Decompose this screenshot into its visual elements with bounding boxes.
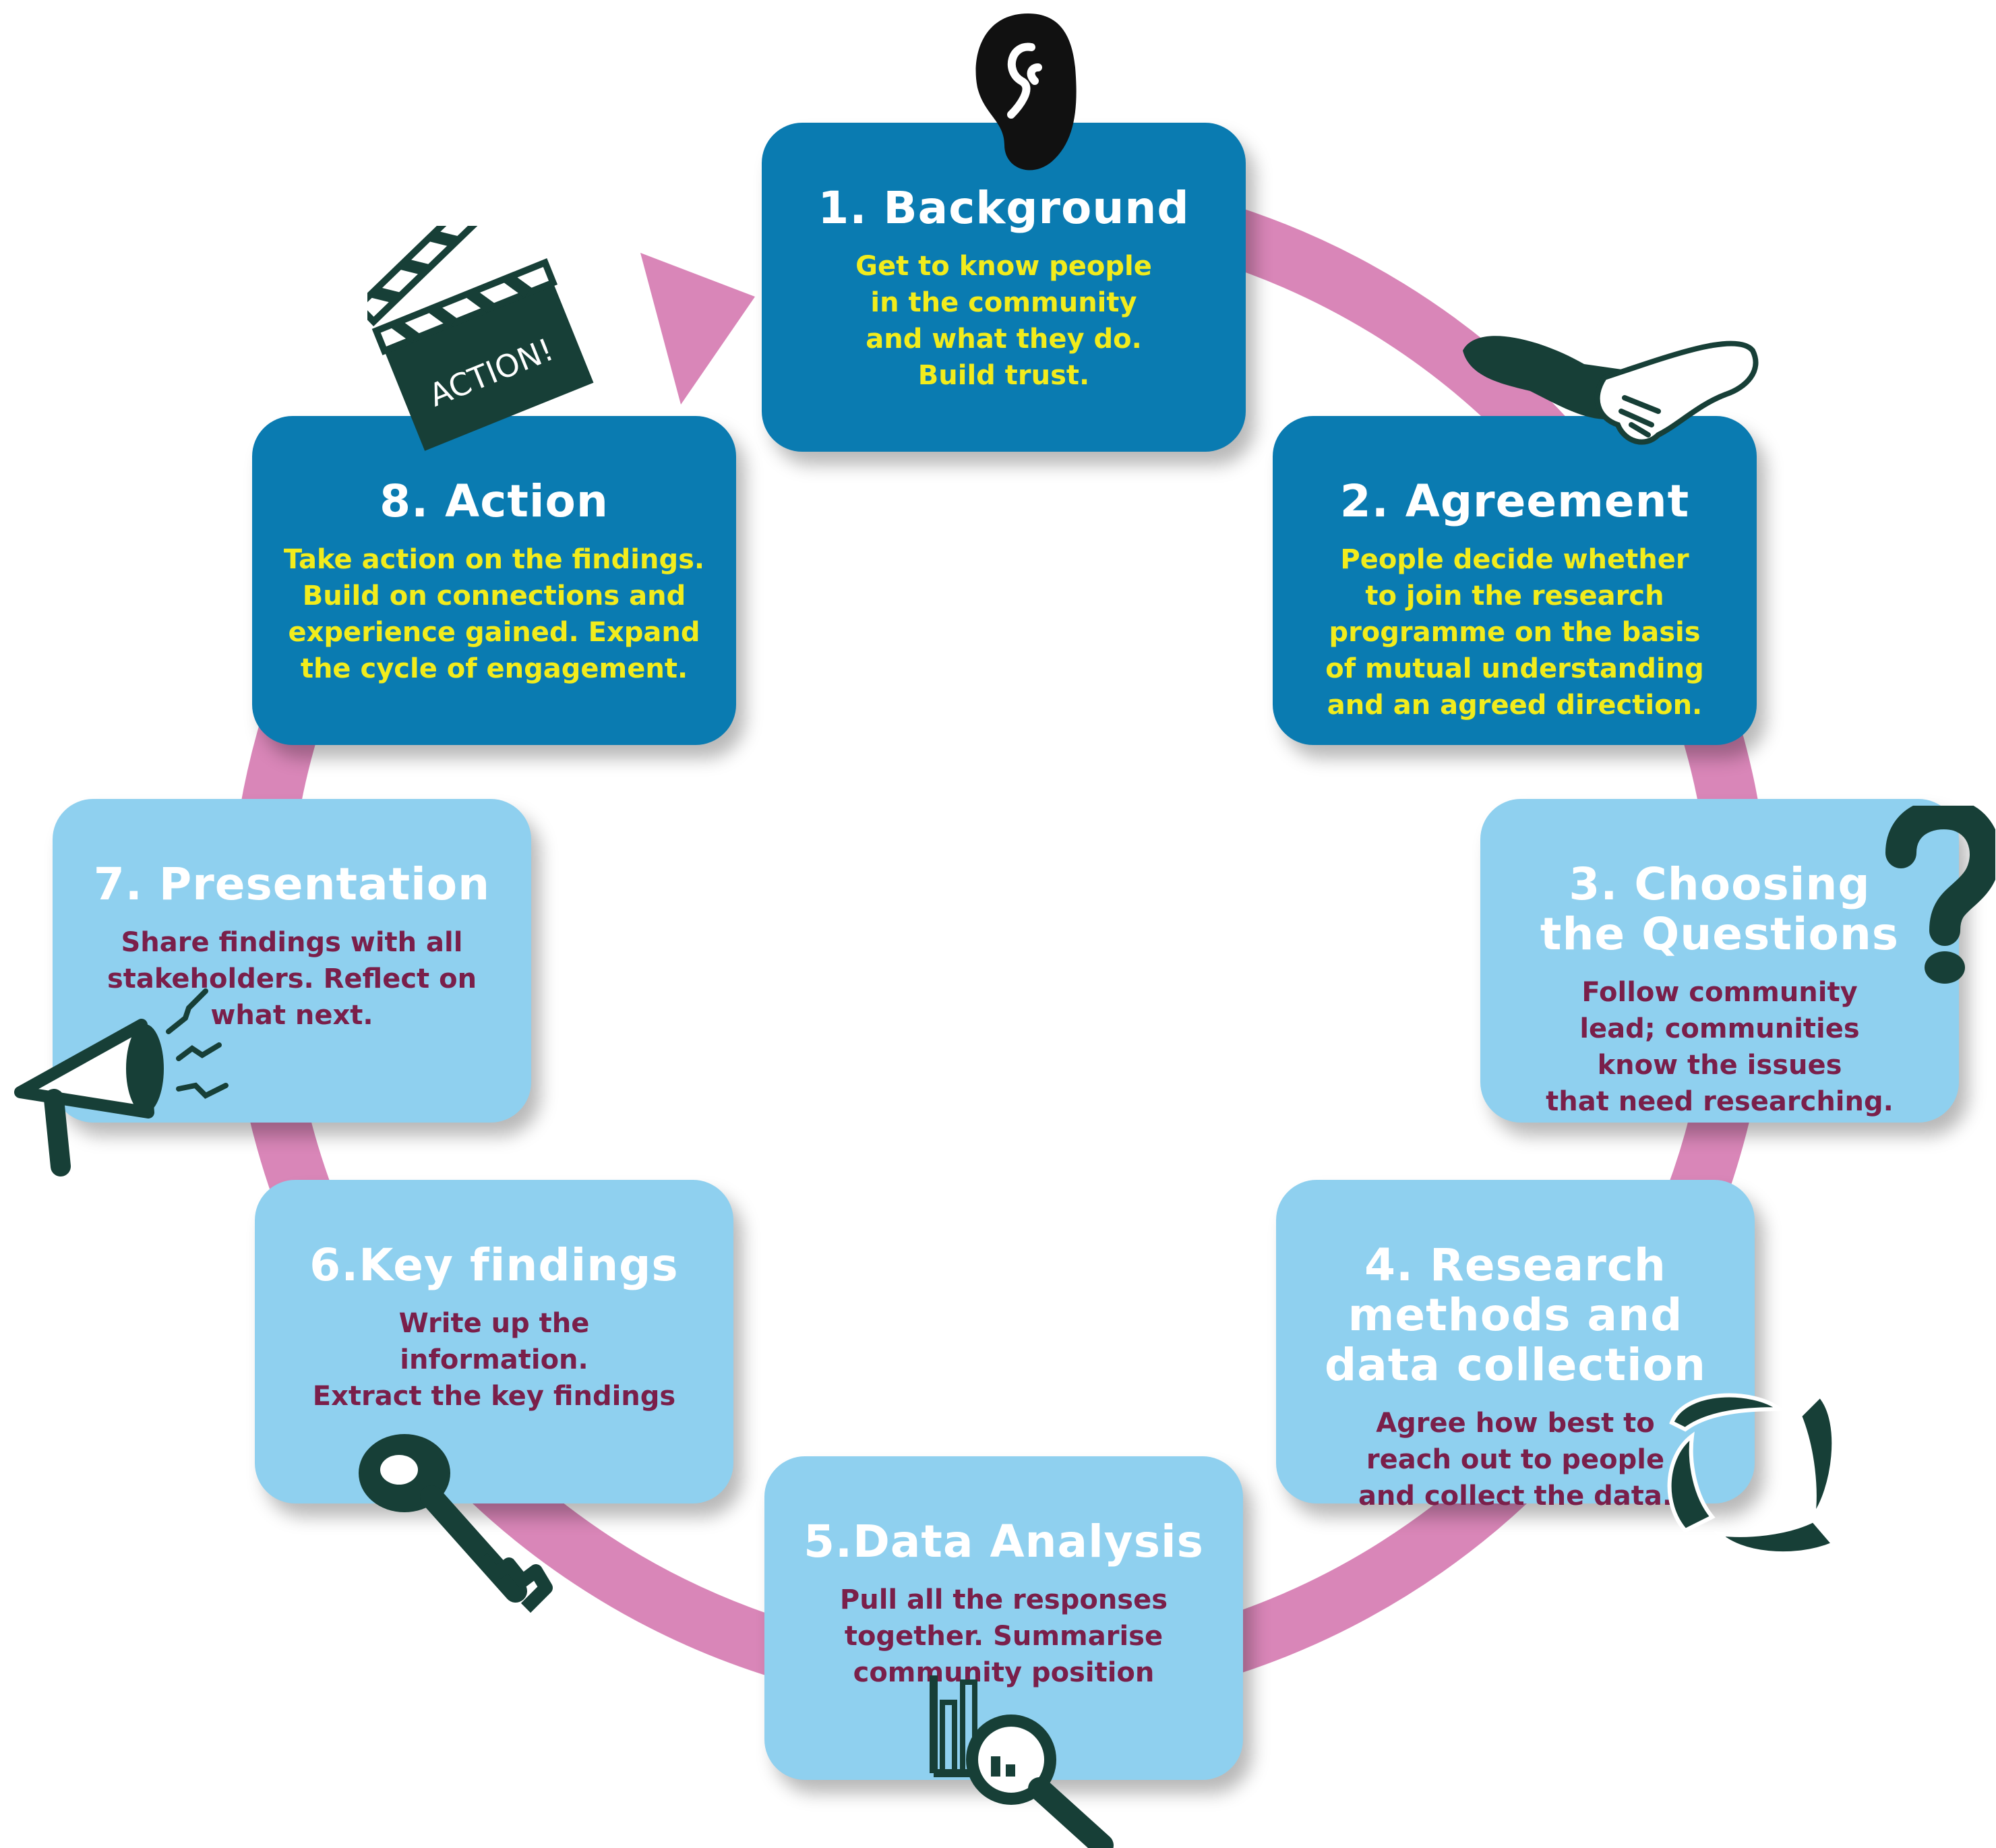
step-1-title: 1. Background: [818, 182, 1190, 234]
cycle-arrowhead: [640, 253, 755, 405]
step-3-title: 3. Choosing the Questions: [1540, 858, 1900, 960]
ear-icon: [975, 13, 1077, 171]
step-4-description: Agree how best to reach out to people an…: [1358, 1408, 1673, 1512]
step-8-card: 8. Action Take action on the findings. B…: [252, 416, 736, 745]
step-6-description: Write up the information. Extract the ke…: [312, 1308, 676, 1412]
step-5-title: 5.Data Analysis: [804, 1516, 1204, 1568]
question-mark-icon: [1885, 806, 1995, 984]
step-1-description: Get to know people in the community and …: [855, 251, 1152, 391]
step-6-card: 6.Key findings Write up the information.…: [255, 1180, 733, 1503]
step-8-description: Take action on the findings. Build on co…: [283, 544, 705, 684]
step-2-title: 2. Agreement: [1339, 475, 1690, 527]
step-7-description: Share findings with all stakeholders. Re…: [107, 927, 477, 1031]
step-5-description: Pull all the responses together. Summari…: [839, 1584, 1168, 1688]
magnifier-chart-icon: [930, 1675, 1114, 1848]
step-1-card: 1. Background Get to know people in the …: [762, 123, 1246, 452]
step-4-card: 4. Research methods and data collection …: [1276, 1180, 1755, 1512]
step-2-description: People decide whether to join the resear…: [1325, 544, 1704, 721]
step-6-title: 6.Key findings: [309, 1239, 679, 1291]
step-8-title: 8. Action: [380, 475, 609, 527]
key-icon: [359, 1434, 553, 1613]
step-3-description: Follow community lead; communities know …: [1546, 977, 1894, 1117]
clapperboard-icon: ACTION!: [367, 226, 594, 451]
step-2-card: 2. Agreement People decide whether to jo…: [1273, 416, 1757, 745]
step-3-card: 3. Choosing the Questions Follow communi…: [1480, 799, 1959, 1123]
megaphone-icon: [14, 988, 229, 1176]
handshake-icon: [1463, 336, 1759, 445]
step-7-title: 7. Presentation: [93, 858, 491, 910]
hands-circle-icon: [1667, 1392, 1837, 1556]
step-4-title: 4. Research methods and data collection: [1325, 1239, 1706, 1391]
